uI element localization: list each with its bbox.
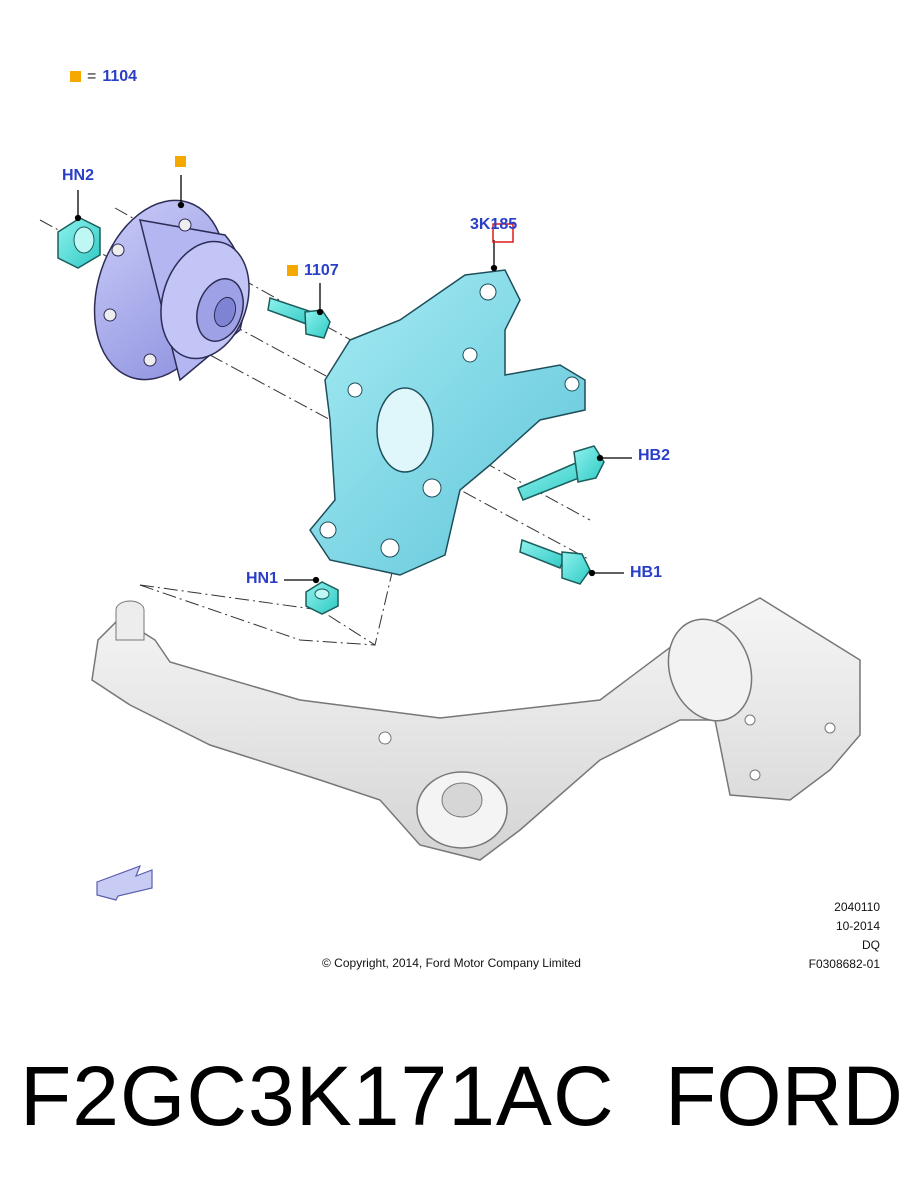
callout-hn1[interactable]: HN1 [246, 570, 279, 587]
lower-control-arm [91, 597, 861, 861]
wheel-hub-bearing [93, 199, 250, 382]
highlight-box [492, 223, 514, 243]
meta-dq: DQ [862, 938, 880, 952]
callout-hn2[interactable]: HN2 [62, 167, 95, 184]
legend-ref: 1104 [102, 68, 138, 85]
legend-equals: = [87, 68, 97, 85]
hub-nut-hn2 [57, 217, 101, 269]
exploded-suspension-diagram [39, 175, 861, 901]
bolt-marker-icon [287, 265, 298, 277]
callout-1107-label: 1107 [304, 262, 339, 279]
leader-lines [74, 175, 632, 584]
callout-1107[interactable]: 1107 [287, 262, 339, 280]
meta-fig: F0308682-01 [808, 957, 880, 971]
meta-date: 10-2014 [835, 919, 880, 933]
steering-knuckle [309, 269, 586, 576]
bolt-hb1 [519, 538, 591, 585]
nut-hn1 [305, 581, 339, 615]
callout-hub[interactable] [175, 153, 192, 171]
hub-marker-icon [175, 156, 186, 168]
bolt-hb2 [517, 445, 605, 501]
callout-3k185[interactable]: 3K185 [470, 216, 518, 233]
drawing-meta: 2040110 10-2014 DQ F0308682-01 [809, 898, 880, 974]
legend-marker-icon [70, 71, 81, 83]
copyright-text: © Copyright, 2014, Ford Motor Company Li… [322, 956, 581, 970]
bolt-1107 [267, 297, 331, 339]
callout-hb2[interactable]: HB2 [638, 447, 671, 464]
brand-name: FORD [665, 1049, 903, 1143]
legend: = 1104 [70, 68, 137, 86]
part-number: F2GC3K171AC [20, 1049, 615, 1143]
front-direction-arrow [96, 864, 153, 901]
callout-hb1[interactable]: HB1 [630, 564, 663, 581]
meta-code: 2040110 [834, 900, 880, 914]
